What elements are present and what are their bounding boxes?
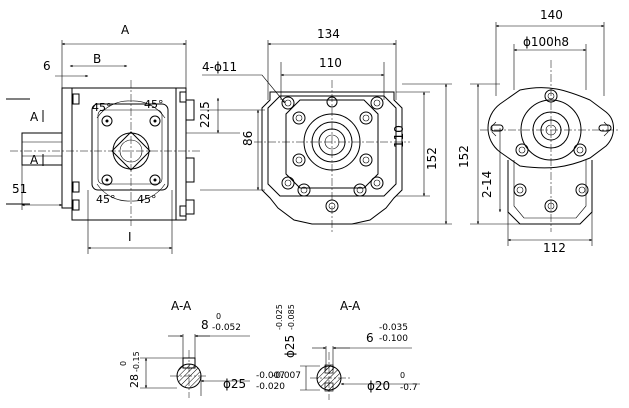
key-height: 28 (128, 374, 141, 388)
dim-112: 112 (543, 241, 566, 255)
section-right-title: A-A (340, 299, 361, 313)
key-width: 8 (201, 318, 209, 332)
spline-id-lower: -0.7 (400, 383, 418, 393)
spline-left-tol: -0.007 (272, 371, 301, 381)
dim-b: B (93, 52, 101, 66)
key-height-upper: 0 (119, 361, 128, 366)
front-view: A B 6 A A (6, 23, 265, 254)
dim-6: 6 (43, 59, 51, 73)
key-width-lower: -0.052 (212, 323, 241, 333)
dim-i: I (128, 230, 132, 244)
middle-view: 134 110 4-ϕ11 (202, 27, 452, 232)
angle-bottom-right: 45° (137, 193, 157, 206)
key-height-tol: -0.15 (132, 351, 141, 372)
dim-51: 51 (12, 182, 27, 196)
spline-w-upper: -0.035 (379, 323, 408, 333)
section-keyed-shaft: A-A 8 0 -0.052 28 -0.15 0 ϕ25 -0.007 -0.… (119, 299, 285, 398)
spline-od: ϕ25 (283, 335, 297, 358)
right-view: 140 ϕ100h8 152 (457, 8, 620, 255)
dim-22-5: 22.5 (198, 101, 212, 128)
spline-id-upper: 0 (400, 371, 405, 380)
spline-od-upper: -0.025 (275, 304, 284, 330)
key-width-upper: 0 (216, 312, 221, 321)
dim-134: 134 (317, 27, 340, 41)
spline-id: ϕ20 (367, 379, 390, 393)
shaft-upper: -0.007 (256, 371, 285, 381)
angle-top-right: 45° (144, 98, 164, 111)
section-label-top: A (30, 110, 39, 124)
section-splined-shaft: A-A ϕ25 -0.025 -0.085 6 -0.035 -0.100 -0… (272, 299, 420, 400)
spline-od-lower: -0.085 (287, 304, 296, 330)
dim-152-middle: 152 (425, 147, 439, 170)
spline-w-lower: -0.100 (379, 334, 408, 344)
dim-110-top: 110 (319, 56, 342, 70)
spline-w: 6 (366, 331, 374, 345)
section-label-bottom: A (30, 153, 39, 167)
shaft-dia: ϕ25 (223, 377, 246, 391)
shaft-lower: -0.020 (256, 382, 285, 392)
dim-pilot: ϕ100h8 (523, 35, 569, 49)
dim-2-14: 2-14 (480, 171, 494, 198)
dim-a: A (121, 23, 130, 37)
dim-holes: 4-ϕ11 (202, 60, 237, 74)
section-left-title: A-A (171, 299, 192, 313)
dim-152-right: 152 (457, 145, 471, 168)
angle-bottom-left: 45° (96, 193, 116, 206)
dim-110-side: 110 (392, 125, 406, 148)
dim-140: 140 (540, 8, 563, 22)
dim-86: 86 (241, 131, 255, 146)
angle-top-left: 45° (92, 101, 112, 114)
